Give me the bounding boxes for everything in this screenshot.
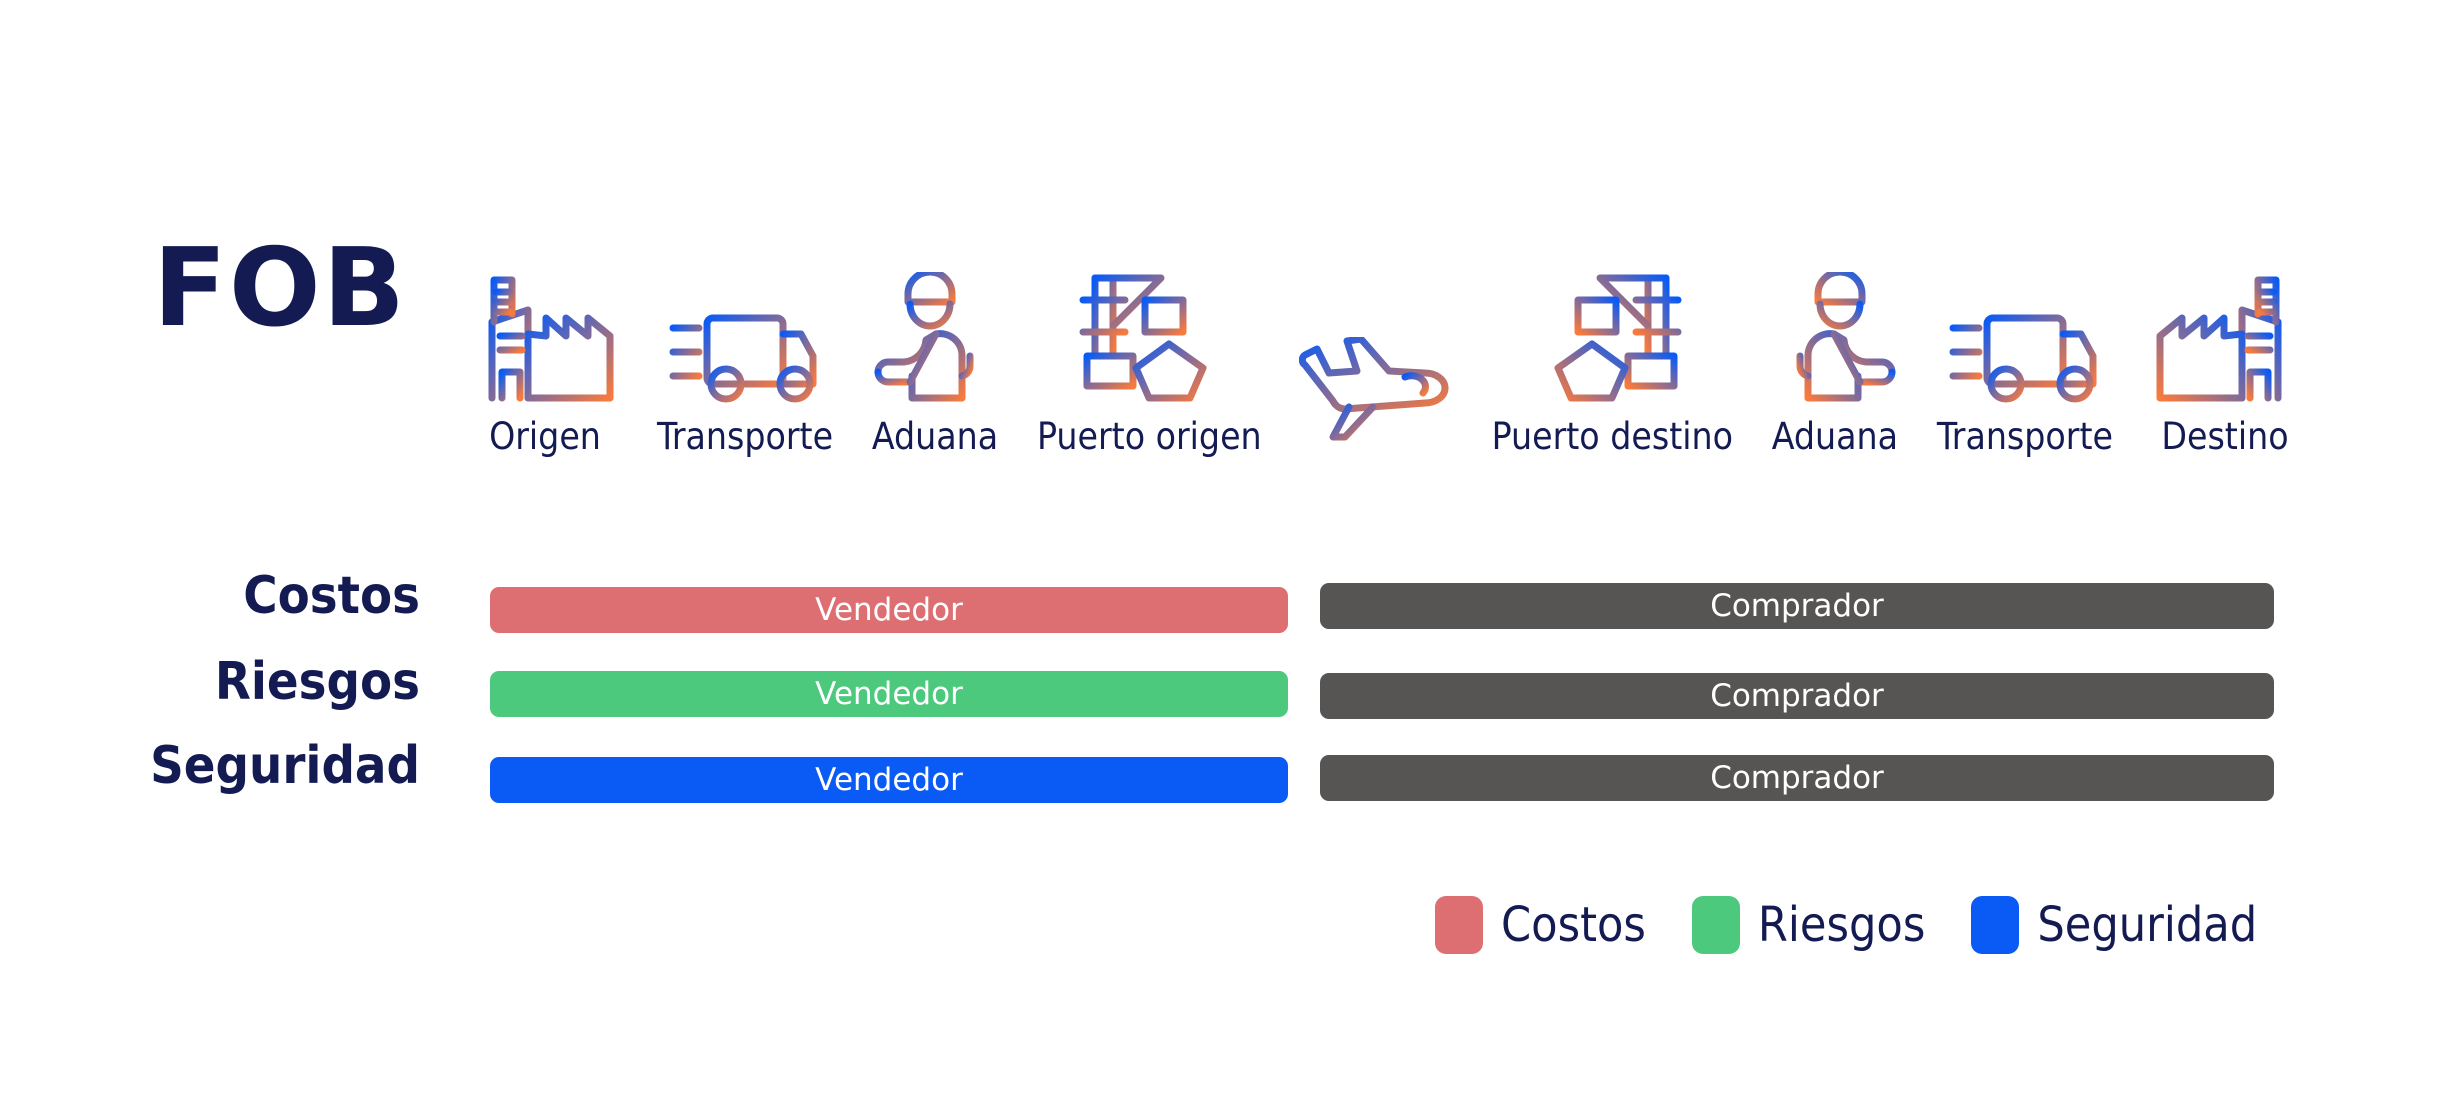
responsibility-row-costos: Costos Vendedor Comprador: [0, 565, 2454, 653]
bar-seguridad-comprador: Comprador: [1320, 755, 2274, 801]
journey-step-puerto-destino: Puerto destino: [1492, 224, 1733, 455]
responsibility-row-riesgos: Riesgos Vendedor Comprador: [0, 653, 2454, 735]
legend-item-seguridad: Seguridad: [1971, 896, 2257, 954]
bar-label: Comprador: [1710, 759, 1884, 796]
journey-step-transporte-1: Transporte: [657, 224, 833, 455]
journey-step-aduana-1: Aduana: [870, 224, 1000, 455]
journey-step-origen: Origen: [470, 224, 620, 455]
journey-step-transporte-internacional: [1298, 261, 1455, 455]
bar-seguridad-vendedor: Vendedor: [490, 757, 1288, 803]
legend-label: Riesgos: [1757, 897, 1926, 953]
journey-step-label: Destino: [2161, 415, 2289, 458]
chart-legend: Costos Riesgos Seguridad: [1435, 890, 2257, 960]
journey-step-label: Aduana: [871, 415, 999, 458]
port-crane-mirrored-icon: [1536, 224, 1688, 404]
responsibility-chart: Costos Vendedor Comprador Riesgos Vended…: [0, 565, 2454, 817]
row-label-riesgos: Riesgos: [214, 652, 420, 712]
row-label-seguridad: Seguridad: [150, 736, 420, 796]
journey-step-label: Transporte: [656, 415, 834, 458]
factory-mirrored-icon: [2150, 224, 2300, 404]
legend-swatch-riesgos: [1691, 896, 1740, 954]
page-title: FOB: [153, 226, 407, 351]
bar-label: Vendedor: [815, 761, 963, 798]
journey-step-transporte-2: Transporte: [1937, 224, 2113, 455]
bar-riesgos-vendedor: Vendedor: [490, 671, 1288, 717]
journey-step-aduana-2: Aduana: [1770, 224, 1900, 455]
customs-officer-mirrored-icon: [1770, 224, 1900, 404]
journey-step-label: Transporte: [1936, 415, 2113, 458]
port-crane-icon: [1073, 224, 1225, 404]
customs-officer-icon: [870, 224, 1000, 404]
legend-swatch-seguridad: [1971, 896, 2020, 954]
journey-step-label: Origen: [489, 415, 601, 458]
bar-costos-vendedor: Vendedor: [490, 587, 1288, 633]
journey-step-label: Aduana: [1771, 415, 1899, 458]
legend-label: Costos: [1501, 897, 1646, 953]
journey-step-label: Puerto origen: [1036, 415, 1262, 458]
row-label-costos: Costos: [243, 566, 420, 626]
legend-item-costos: Costos: [1435, 896, 1646, 954]
bar-riesgos-comprador: Comprador: [1320, 673, 2274, 719]
supply-chain-journey: Origen Transporte: [470, 175, 2300, 455]
bar-label: Comprador: [1710, 677, 1884, 714]
bar-label: Comprador: [1710, 587, 1884, 624]
bar-label: Vendedor: [815, 675, 963, 712]
journey-step-label: Puerto destino: [1491, 415, 1733, 458]
legend-label: Seguridad: [2037, 897, 2258, 953]
factory-icon: [470, 224, 620, 404]
legend-item-riesgos: Riesgos: [1691, 896, 1926, 954]
bar-label: Vendedor: [815, 591, 963, 628]
truck-icon: [669, 224, 821, 404]
truck-icon: [1949, 224, 2101, 404]
bar-costos-comprador: Comprador: [1320, 583, 2274, 629]
airplane-icon: [1298, 261, 1455, 441]
responsibility-row-seguridad: Seguridad Vendedor Comprador: [0, 735, 2454, 817]
legend-swatch-costos: [1435, 896, 1483, 954]
journey-step-puerto-origen: Puerto origen: [1037, 224, 1262, 455]
journey-step-destino: Destino: [2150, 224, 2300, 455]
